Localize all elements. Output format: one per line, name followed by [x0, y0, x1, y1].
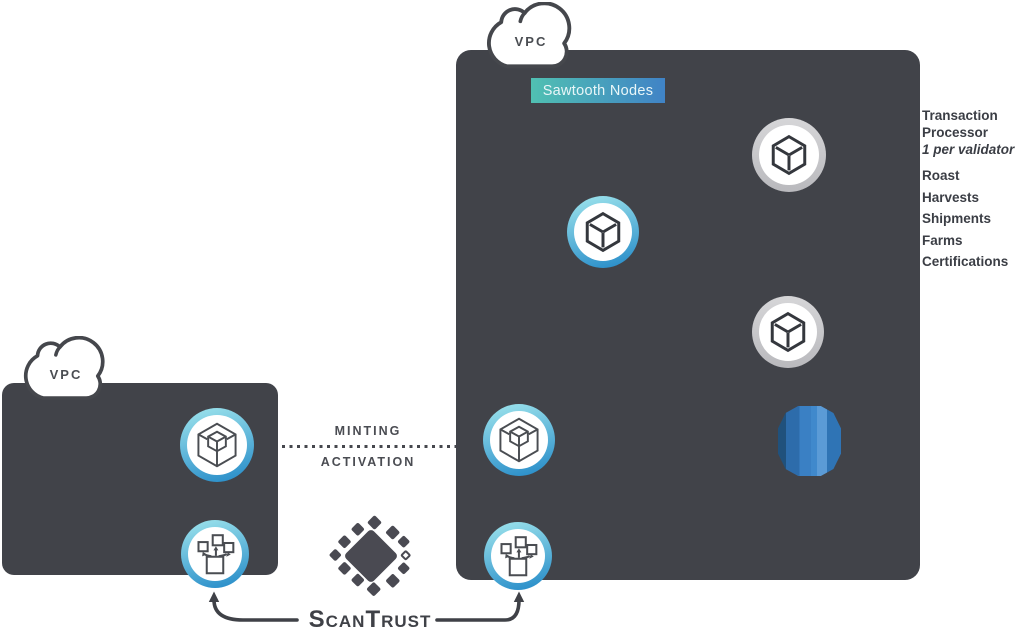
- fanout-distribution-icon: [197, 534, 235, 575]
- fanout-distribution-icon: [500, 536, 538, 577]
- vpc-cloud-icon: [23, 336, 111, 402]
- minting-label: MINTING: [334, 424, 402, 438]
- blockchain-cube-icon: [770, 311, 806, 353]
- activation-label: ACTIVATION: [320, 455, 416, 469]
- list-item: Certifications: [922, 254, 1009, 269]
- list-item: Farms: [922, 232, 963, 248]
- scantrust-arrows: [180, 583, 540, 633]
- list-item: Harvests: [922, 189, 980, 205]
- vpc-box-sawtooth: [456, 50, 920, 580]
- blockchain-cube-icon: [771, 134, 807, 176]
- validator-node-icon-middle: [752, 296, 824, 368]
- fanout-icon-right: [484, 522, 552, 590]
- database-icon: [778, 406, 841, 476]
- legend-line-1: Transaction: [922, 108, 998, 123]
- entity-list: Roast Harvests Shipments Farms Certifica…: [922, 165, 1014, 273]
- validator-node-icon-top: [752, 118, 826, 192]
- nested-cube-icon: [197, 422, 237, 468]
- list-item: Shipments: [922, 211, 992, 226]
- nested-cube-icon-right: [483, 404, 555, 476]
- sawtooth-nodes-label: Sawtooth Nodes: [542, 82, 654, 99]
- vpc-label-left: VPC: [49, 367, 83, 382]
- legend-line-3: 1 per validator: [922, 142, 1015, 157]
- vpc-label-right: VPC: [514, 34, 548, 49]
- vpc-cloud-icon: [486, 2, 578, 70]
- scantrust-logo-icon: [327, 512, 417, 607]
- transaction-processor-note: Transaction Processor 1 per validator Ro…: [922, 107, 1014, 273]
- sawtooth-nodes-badge: Sawtooth Nodes: [531, 78, 665, 103]
- legend-line-2: Processor: [922, 125, 989, 140]
- nested-cube-icon-left: [180, 408, 254, 482]
- scantrust-wordmark: ScanTrust: [308, 606, 432, 633]
- blockchain-cube-icon: [585, 211, 621, 253]
- sawtooth-node-icon-blue: [567, 196, 639, 268]
- fanout-icon-left: [181, 520, 249, 588]
- list-item: Roast: [922, 168, 960, 183]
- nested-cube-icon: [499, 417, 539, 463]
- dotted-link-line: [252, 445, 484, 448]
